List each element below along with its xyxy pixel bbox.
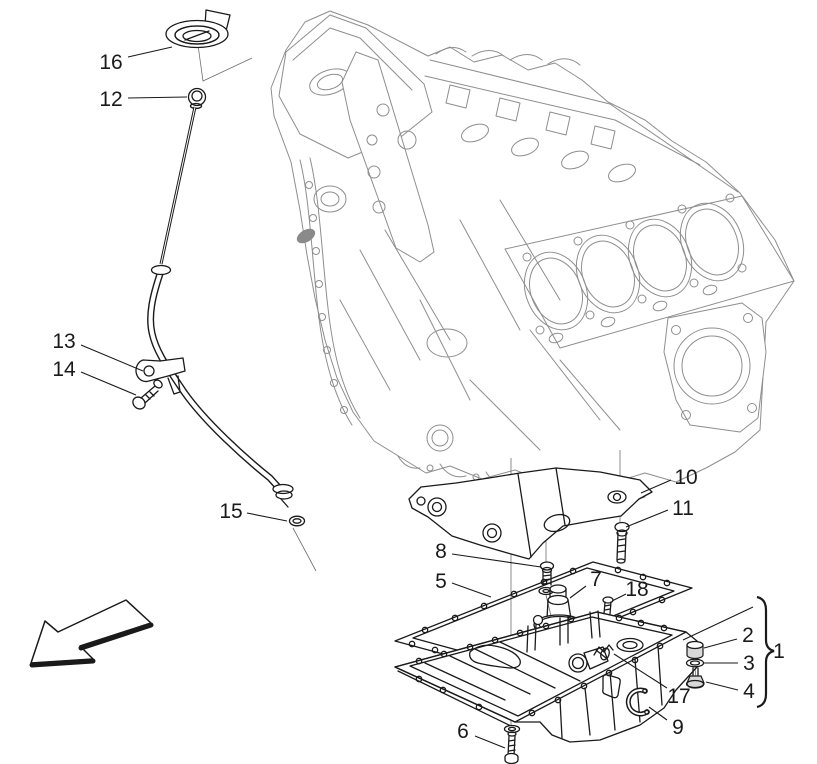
callout-leader-line	[682, 606, 754, 641]
callout-number[interactable]: 7	[590, 568, 602, 591]
callout-number[interactable]: 14	[52, 358, 76, 381]
callout-7[interactable]: 7	[569, 568, 602, 599]
direction-arrow-icon	[29, 599, 154, 668]
callout-17[interactable]: 17	[613, 653, 691, 708]
callout-3[interactable]: 3	[704, 652, 755, 675]
callout-leader-line	[80, 344, 144, 372]
drain-spacer	[686, 640, 704, 660]
callout-number[interactable]: 2	[742, 624, 754, 647]
dipstick	[159, 87, 207, 265]
callout-number[interactable]: 4	[743, 680, 755, 703]
callout-leader-line	[648, 706, 668, 721]
baffle-plate	[408, 467, 653, 560]
clamp-bolt	[132, 379, 163, 410]
callout-leader-line	[705, 681, 739, 691]
callout-leader-line	[703, 638, 738, 649]
callout-10[interactable]: 10	[640, 466, 698, 494]
drain-washer	[685, 658, 705, 668]
oil-level-sensor	[568, 646, 610, 673]
callout-13[interactable]: 13	[52, 330, 144, 372]
callout-leader-line	[611, 593, 627, 602]
callout-leader-line	[569, 585, 587, 599]
sensor-clip	[593, 644, 614, 659]
stud	[602, 596, 614, 615]
callout-leader-line	[451, 582, 492, 598]
callout-number[interactable]: 6	[457, 720, 469, 743]
oil-sump-pan	[394, 610, 698, 743]
callout-leader-line	[127, 96, 188, 99]
snap-ring	[625, 687, 650, 717]
callout-4[interactable]: 4	[705, 680, 755, 703]
callout-number[interactable]: 17	[667, 685, 690, 708]
callout-leader-line	[625, 509, 669, 528]
callout-number[interactable]: 8	[435, 540, 447, 563]
callout-number[interactable]: 16	[99, 51, 122, 74]
sump-bolt	[503, 724, 521, 764]
group-brace	[756, 595, 775, 709]
callout-number[interactable]: 5	[435, 570, 447, 593]
callout-11[interactable]: 11	[625, 497, 694, 528]
callout-number[interactable]: 12	[99, 88, 122, 111]
dipstick-oring	[288, 515, 306, 527]
callout-leader-line	[451, 553, 542, 568]
callout-1[interactable]: 1	[682, 606, 785, 663]
callout-leader-line	[246, 512, 288, 522]
callout-number[interactable]: 13	[52, 330, 75, 353]
engine-block-drawing	[197, 10, 795, 499]
callouts-layer: 16 12 13 14 15 10 11 8 5 7 18 2 3 41 17 9 6	[52, 46, 785, 749]
callout-leader-line	[80, 371, 137, 396]
callout-16[interactable]: 16	[99, 46, 173, 74]
callout-12[interactable]: 12	[99, 88, 188, 111]
dipstick-tube	[147, 264, 294, 508]
callout-leader-line	[640, 479, 672, 494]
baffle-bolt	[614, 521, 630, 564]
callout-2[interactable]: 2	[703, 624, 754, 649]
callout-9[interactable]: 9	[648, 706, 684, 739]
drain-plug	[685, 667, 705, 689]
callout-leader-line	[613, 653, 668, 689]
callout-6[interactable]: 6	[457, 720, 506, 749]
tube-clamp-bracket	[135, 357, 186, 395]
callout-leader-line	[127, 46, 173, 58]
callout-5[interactable]: 5	[435, 570, 492, 598]
callout-number[interactable]: 9	[672, 716, 684, 739]
callout-leader-line	[474, 735, 506, 749]
callout-number[interactable]: 11	[672, 497, 694, 520]
callout-number[interactable]: 15	[219, 500, 242, 523]
callout-14[interactable]: 14	[52, 358, 137, 396]
callout-number[interactable]: 1	[773, 640, 785, 663]
callout-18[interactable]: 18	[611, 578, 649, 602]
hatched-boss	[296, 228, 316, 244]
callout-number[interactable]: 3	[743, 652, 755, 675]
callout-15[interactable]: 15	[219, 500, 288, 523]
callout-number[interactable]: 18	[625, 578, 648, 601]
oil-filler-cap	[165, 9, 231, 49]
callout-8[interactable]: 8	[435, 540, 542, 568]
callout-number[interactable]: 10	[674, 466, 697, 489]
